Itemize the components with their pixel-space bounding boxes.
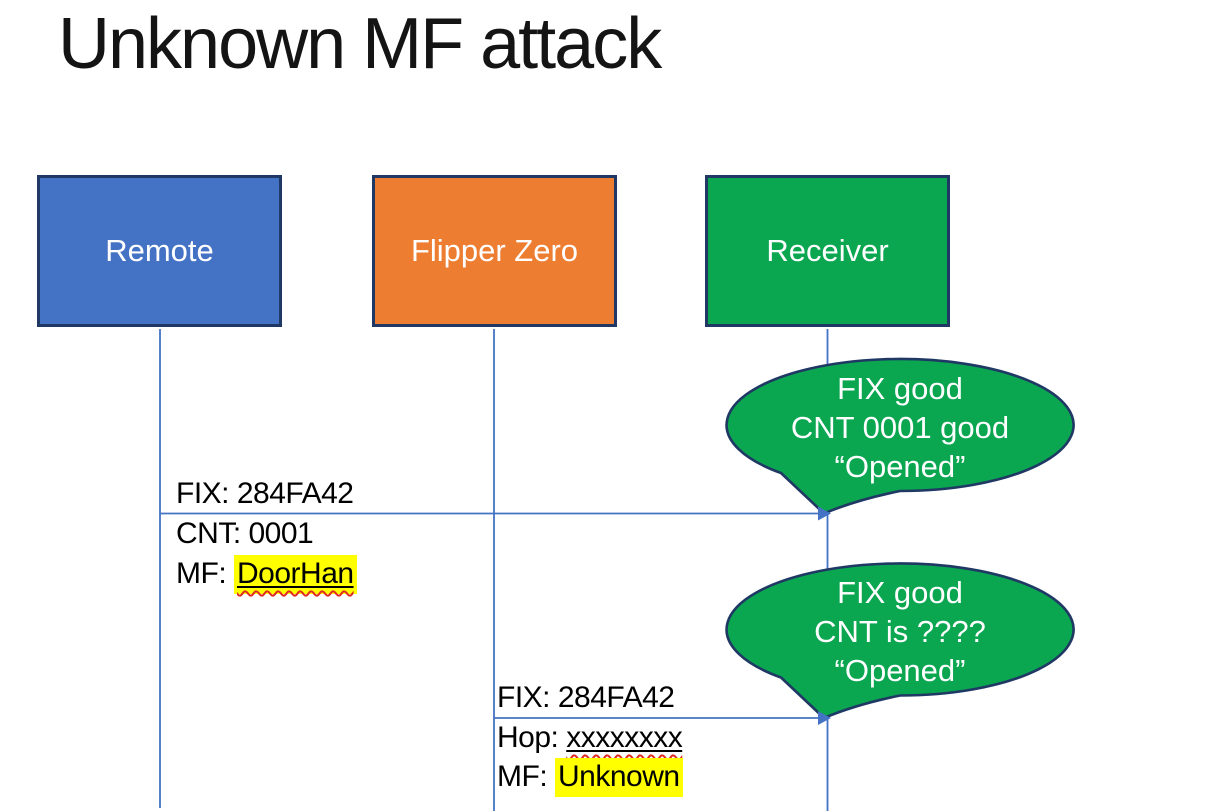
actor-box-flipper-zero: Flipper Zero [372, 175, 617, 327]
message-2-hop-value: xxxxxxxx [566, 721, 683, 754]
message-1-mf-value: DoorHan [237, 557, 354, 590]
actor-box-receiver: Receiver [705, 175, 950, 327]
message-2-hop-prefix: Hop: [497, 721, 567, 754]
bubble-line: FIX good [837, 371, 963, 406]
message-arrow-2-arrowhead-icon [818, 711, 831, 725]
squiggle-wrap: DoorHan [237, 557, 354, 590]
message-arrow-1-arrowhead-icon [818, 506, 831, 521]
message-2-mf-value: Unknown [555, 758, 683, 797]
bubble-line: CNT is ???? [814, 614, 986, 649]
actor-box-remote: Remote [37, 175, 282, 327]
message-2-label-fix: FIX: 284FA42 [497, 681, 675, 714]
message-1-mf-value-highlighted: DoorHan [234, 555, 357, 594]
page-title: Unknown MF attack [58, 4, 662, 84]
bubble-line: CNT 0001 good [790, 410, 1010, 445]
message-1-label-fix: FIX: 284FA42 [176, 477, 354, 510]
message-2-label-hop: Hop: xxxxxxxx [497, 720, 683, 756]
speech-bubble-2 [725, 562, 1075, 720]
message-2-label-mf: MF: Unknown [497, 758, 683, 797]
message-1-label-cnt: CNT: 0001 [176, 517, 314, 550]
speech-bubble-2-text: FIX good CNT is ???? “Opened” [727, 573, 1073, 690]
bubble-line: “Opened” [834, 653, 966, 688]
message-2-mf-prefix: MF: [497, 760, 555, 793]
bubble-line: FIX good [837, 575, 963, 610]
message-1-label-mf: MF: DoorHan [176, 555, 357, 594]
squiggle-wrap: xxxxxxxx [566, 721, 683, 754]
bubble-line: “Opened” [834, 449, 966, 484]
actor-label-receiver: Receiver [766, 233, 889, 268]
speech-bubble-1 [725, 357, 1075, 515]
message-1-mf-prefix: MF: [176, 557, 234, 590]
speech-bubble-1-text: FIX good CNT 0001 good “Opened” [727, 369, 1073, 486]
actor-label-remote: Remote [105, 233, 214, 268]
actor-label-flipper-zero: Flipper Zero [410, 233, 579, 268]
